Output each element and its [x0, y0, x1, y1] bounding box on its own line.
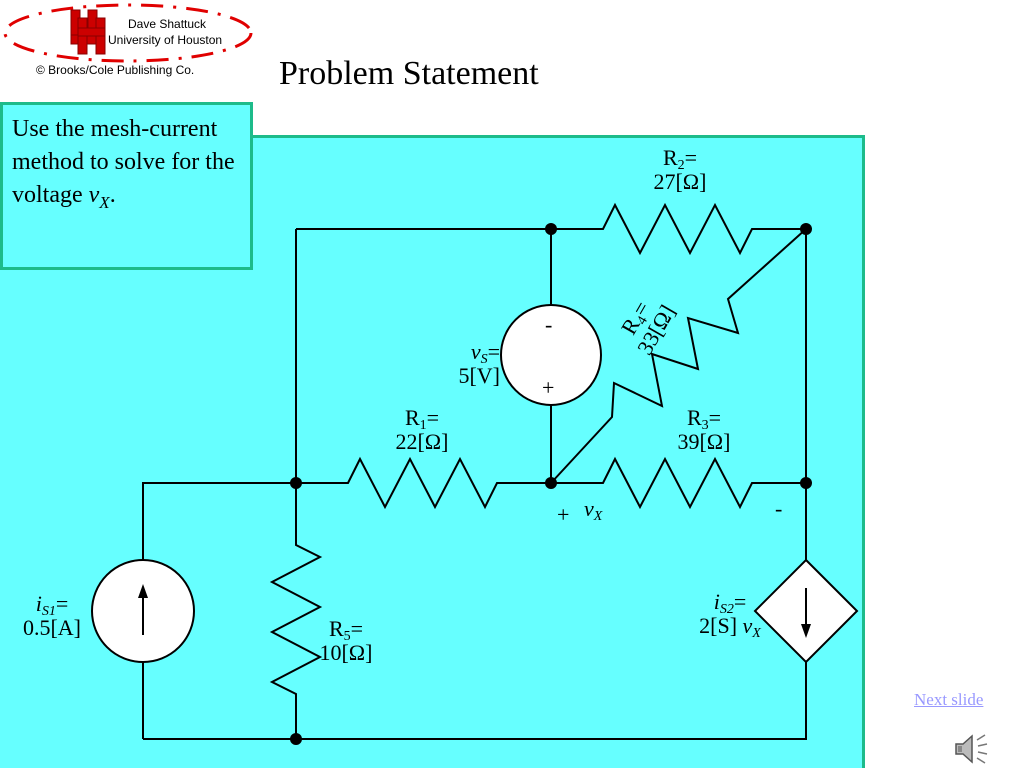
- vs-plus-sign: +: [542, 375, 555, 400]
- label-is1: iS1= 0.5[A]: [22, 591, 82, 640]
- university-logo: [3, 3, 253, 63]
- copyright-text: © Brooks/Cole Publishing Co.: [36, 63, 195, 77]
- problem-statement-box: Use the mesh-current method to solve for…: [0, 102, 253, 270]
- resistor-r4: [550, 228, 807, 484]
- vs-minus-sign: -: [545, 312, 553, 337]
- node-dot: [800, 477, 812, 489]
- speaker-icon[interactable]: [952, 730, 990, 768]
- page-title: Problem Statement: [279, 55, 539, 92]
- resistor-r2: [551, 202, 806, 256]
- voltage-source-vs: [500, 304, 602, 406]
- resistor-r1: [296, 456, 551, 510]
- arrow-down-icon: [801, 588, 811, 638]
- label-r1: R1= 22[Ω]: [395, 405, 449, 454]
- circuit-nodes: [290, 223, 812, 745]
- node-dot: [545, 477, 557, 489]
- node-dot: [800, 223, 812, 235]
- arrow-up-icon: [138, 584, 148, 635]
- node-dot: [545, 223, 557, 235]
- resistor-r5: [269, 483, 323, 739]
- problem-text: Use the mesh-current method to solve for…: [12, 116, 235, 208]
- author-name: Dave Shattuck: [128, 17, 207, 31]
- label-vs: vS= 5[V]: [458, 339, 500, 388]
- wire-bottom: [143, 662, 807, 740]
- node-dot: [290, 733, 302, 745]
- label-r3: R3= 39[Ω]: [677, 405, 731, 454]
- wire-is1-branch: [142, 482, 296, 739]
- problem-period: .: [109, 182, 116, 208]
- node-dot: [290, 477, 302, 489]
- problem-variable: vX: [88, 182, 110, 212]
- resistor-r3: [551, 456, 806, 510]
- vx-minus-sign: -: [775, 496, 783, 521]
- vx-label: vX: [584, 496, 603, 524]
- institution-name: University of Houston: [108, 33, 223, 47]
- vx-plus-sign: +: [557, 502, 570, 527]
- label-is2: iS2= 2[S] vX: [699, 589, 761, 641]
- label-r2: R2= 27[Ω]: [653, 145, 707, 194]
- uh-logo-icon: [70, 9, 106, 55]
- next-slide-link[interactable]: Next slide: [914, 690, 984, 709]
- label-r5: R5= 10[Ω]: [319, 616, 373, 665]
